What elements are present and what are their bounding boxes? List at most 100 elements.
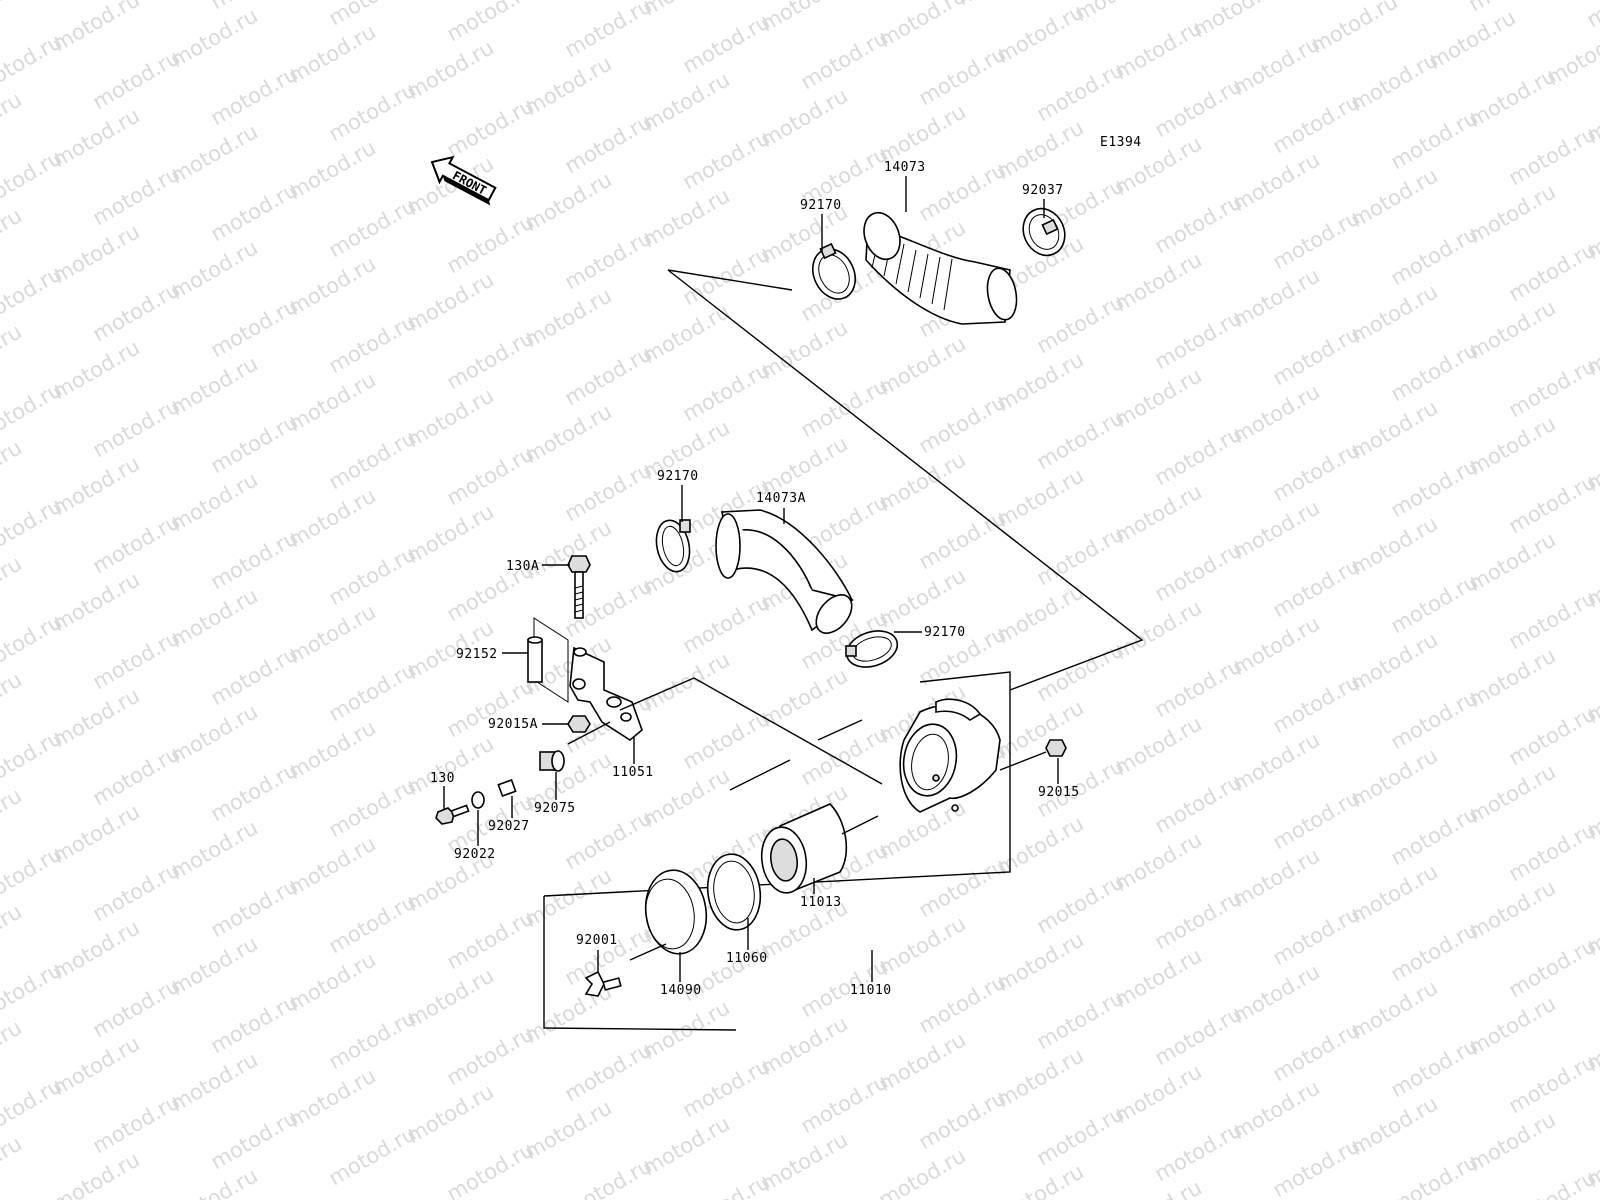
watermark-text: motod.ru — [325, 0, 420, 30]
intake-duct-part — [863, 211, 1018, 325]
watermark-text: motod.ru — [0, 261, 66, 330]
watermark-text: motod.ru — [679, 9, 774, 78]
watermark-text: motod.ru — [1505, 701, 1600, 770]
watermark-text: motod.ru — [1033, 521, 1128, 590]
watermark-text: motod.ru — [443, 1021, 538, 1090]
watermark-text: motod.ru — [1505, 817, 1600, 886]
label-11010: 11010 — [850, 983, 892, 998]
watermark-text: motod.ru — [89, 393, 184, 462]
watermark-text: motod.ru — [207, 293, 302, 362]
watermark-text: motod.ru — [561, 457, 656, 526]
washer-part — [471, 791, 485, 809]
watermark-text: motod.ru — [1071, 0, 1166, 26]
label-92001: 92001 — [576, 933, 618, 948]
watermark-text: motod.ru — [1151, 421, 1246, 490]
watermark-text: motod.ru — [1033, 57, 1128, 126]
watermark-text: motod.ru — [1387, 1149, 1482, 1200]
watermark-text: motod.ru — [1151, 1001, 1246, 1070]
watermark-text: motod.ru — [1269, 553, 1364, 622]
hose-clamp-part-mid — [655, 519, 691, 573]
watermark-text: motod.ru — [0, 957, 66, 1026]
watermark-text: motod.ru — [207, 61, 302, 130]
watermark-text: motod.ru — [1151, 305, 1246, 374]
watermark-text: motod.ru — [915, 969, 1010, 1038]
watermark-text: motod.ru — [443, 325, 538, 394]
bracket-part — [533, 617, 643, 741]
watermark-text: motod.ru — [0, 319, 26, 388]
watermark-text: motod.ru — [1151, 1117, 1246, 1186]
watermark-text: motod.ru — [0, 1131, 26, 1200]
hose-clamp-part-lower — [845, 630, 899, 668]
watermark-text: motod.ru — [1505, 237, 1600, 306]
watermark-text: motod.ru — [325, 193, 420, 262]
watermark-text: motod.ru — [0, 203, 26, 272]
watermark-text: motod.ru — [1151, 653, 1246, 722]
watermark-text: motod.ru — [1151, 189, 1246, 258]
label-11060: 11060 — [726, 951, 768, 966]
watermark-text: motod.ru — [0, 783, 26, 852]
air-cleaner-housing-part — [899, 698, 1001, 813]
label-92027: 92027 — [488, 819, 530, 834]
watermark-text: motod.ru — [0, 1015, 26, 1084]
label-92170-right: 92170 — [924, 625, 966, 640]
watermark-text: motod.ru — [561, 0, 656, 62]
watermark-text: motod.ru — [1505, 585, 1600, 654]
watermark-text: motod.ru — [1151, 885, 1246, 954]
watermark-text: motod.ru — [1269, 321, 1364, 390]
watermark-text: motod.ru — [915, 1085, 1010, 1154]
label-14073: 14073 — [884, 160, 926, 175]
label-92015a: 92015A — [488, 717, 538, 732]
watermark-text: motod.ru — [325, 425, 420, 494]
label-92170-mid: 92170 — [657, 469, 699, 484]
watermark-text: motod.ru — [1505, 121, 1600, 190]
bolt-part-130 — [435, 804, 470, 825]
watermark-text: motod.ru — [443, 0, 538, 46]
watermark-text: motod.ru — [1151, 537, 1246, 606]
watermark-text: motod.ru — [915, 389, 1010, 458]
watermark-text: motod.ru — [1269, 205, 1364, 274]
watermark-text: motod.ru — [0, 493, 66, 562]
box-line-b — [729, 759, 791, 791]
watermark-text: motod.ru — [797, 25, 892, 94]
connector-line — [667, 269, 1144, 691]
watermark-text: motod.ru — [325, 657, 420, 726]
watermark-text: motod.ru — [1269, 1017, 1364, 1086]
watermark-text: motod.ru — [915, 157, 1010, 226]
watermark-text: motod.ru — [1583, 0, 1600, 32]
watermark-text: motod.ru — [443, 1137, 538, 1200]
label-92075: 92075 — [534, 801, 576, 816]
box-line-a — [817, 719, 863, 741]
label-11013: 11013 — [800, 895, 842, 910]
watermark-text: motod.ru — [1033, 289, 1128, 358]
watermark-text: motod.ru — [1505, 1165, 1600, 1200]
watermark-text: motod.ru — [0, 87, 26, 156]
box-line-left — [543, 896, 737, 1031]
watermark-text: motod.ru — [49, 1147, 144, 1200]
watermark-text: motod.ru — [325, 889, 420, 958]
watermark-text: motod.ru — [1033, 405, 1128, 474]
watermark-text: motod.ru — [1505, 933, 1600, 1002]
watermark-text: motod.ru — [443, 93, 538, 162]
watermark-text: motod.ru — [1387, 453, 1482, 522]
watermark-text: motod.ru — [561, 341, 656, 410]
watermark-text: motod.ru — [0, 551, 26, 620]
box-line-top — [619, 677, 883, 785]
label-92022: 92022 — [454, 847, 496, 862]
watermark-text: motod.ru — [1387, 801, 1482, 870]
label-92037: 92037 — [1022, 183, 1064, 198]
watermark-text: motod.ru — [89, 509, 184, 578]
watermark-text: motod.ru — [1269, 89, 1364, 158]
watermark-text: motod.ru — [0, 667, 26, 736]
watermark-text: motod.ru — [1033, 1101, 1128, 1170]
watermark-text: motod.ru — [207, 177, 302, 246]
watermark-text: motod.ru — [1269, 785, 1364, 854]
watermark-text: motod.ru — [1269, 669, 1364, 738]
watermark-text: motod.ru — [207, 525, 302, 594]
watermark-text: motod.ru — [1269, 1133, 1364, 1200]
watermark-text: motod.ru — [89, 857, 184, 926]
watermark-text: motod.ru — [797, 721, 892, 790]
watermark-text: motod.ru — [1505, 353, 1600, 422]
watermark-text: motod.ru — [1151, 73, 1246, 142]
label-92170-top: 92170 — [800, 198, 842, 213]
watermark-text: motod.ru — [89, 741, 184, 810]
